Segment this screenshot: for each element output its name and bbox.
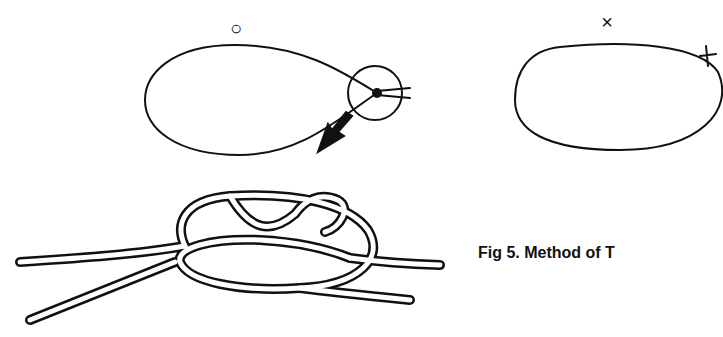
quality-mark: × — [601, 12, 613, 32]
figure-caption: Fig 5. Method of T — [478, 245, 615, 261]
quality-mark: ○ — [230, 18, 242, 38]
